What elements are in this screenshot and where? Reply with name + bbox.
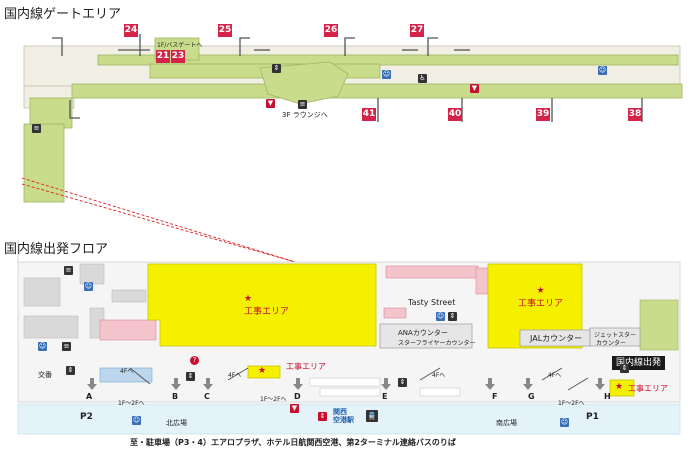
ana-counter-label: ANAカウンター: [398, 329, 448, 337]
escalator-label-center: 4Fへ: [228, 372, 242, 379]
escalator-1f-label-north: 1F〜2Fへ: [118, 400, 145, 407]
elevator-icon: ⇕: [318, 412, 327, 421]
escalator-symbols: [129, 367, 589, 391]
entrance-arrows: [87, 378, 605, 390]
gate-27[interactable]: 27: [410, 24, 424, 37]
construction-star-center: ★: [258, 366, 267, 376]
gate-25[interactable]: 25: [218, 24, 232, 37]
restroom-icon: ☺: [132, 416, 141, 425]
nursery-icon: ▼: [266, 99, 275, 108]
escalator-label-east: 4Fへ: [548, 372, 562, 379]
gate-38[interactable]: 38: [628, 108, 642, 121]
star-flyer-counter-label: スターフライヤーカウンター: [398, 340, 476, 347]
restroom-icon: ☺: [436, 312, 445, 321]
plaza-band: [17, 403, 681, 435]
escalator-icon: ≡: [298, 100, 307, 109]
nursery-icon: ▼: [290, 404, 299, 413]
escalator-icon: ≡: [64, 266, 73, 275]
escalator-label-north: 4Fへ: [120, 368, 134, 375]
gate-26[interactable]: 26: [324, 24, 338, 37]
restroom-icon: ☺: [382, 70, 391, 79]
entrance-h[interactable]: H: [604, 392, 611, 401]
star-icon: ★: [244, 294, 253, 304]
restroom-icon: ☺: [38, 342, 47, 351]
gate-plaza-hub: [259, 61, 349, 105]
jetstar-counter-label-2: カウンター: [596, 340, 627, 347]
gate-corridor-west: [29, 97, 73, 129]
jetstar-counter-label-1: ジェットスター: [594, 332, 637, 339]
south-plaza-label: 南広場: [496, 419, 517, 427]
entrance-f[interactable]: F: [492, 392, 498, 401]
departure-floor-title: 国内線出発フロア: [4, 242, 109, 257]
entrance-d[interactable]: D: [294, 392, 301, 401]
entrance-b[interactable]: B: [172, 392, 179, 401]
footer-direction-text: 至・駐車場（P3・4）エアロプラザ、ホテル日航関西空港、第2ターミナル連絡バスの…: [130, 438, 456, 447]
gate-40[interactable]: 40: [448, 108, 462, 121]
gate-41[interactable]: 41: [362, 108, 376, 121]
escalator-icon: ≡: [62, 342, 71, 351]
info-icon[interactable]: ?: [190, 356, 199, 365]
escalator-icon: ≡: [32, 124, 41, 133]
construction-area-label-right: ★ 工事エリア: [518, 286, 564, 309]
center-islands: [309, 377, 461, 397]
entrance-e[interactable]: E: [382, 392, 388, 401]
gate-24[interactable]: 24: [124, 24, 138, 37]
train-icon: 🚆: [366, 410, 378, 422]
entrance-c[interactable]: C: [204, 392, 210, 401]
right-green-block: [639, 299, 679, 351]
entrance-a[interactable]: A: [86, 392, 93, 401]
restroom-icon: ☺: [84, 282, 93, 291]
gate-39[interactable]: 39: [536, 108, 550, 121]
gate-corridor-lower: [71, 83, 683, 99]
construction-area-label-east: 工事エリア: [628, 384, 668, 393]
escalator-1f-label-south: 1F〜2Fへ: [558, 400, 585, 407]
jal-counter-label: JALカウンター: [530, 334, 583, 343]
gate-area-title: 国内線ゲートエリア: [4, 7, 122, 22]
star-icon: ★: [536, 286, 545, 296]
check-in-counters: [379, 323, 641, 349]
restroom-icon: ☺: [598, 66, 607, 75]
elevator-icon: ⇕: [620, 364, 629, 373]
elevator-icon: ⇕: [398, 378, 407, 387]
gate-piers-bottom: [69, 98, 643, 122]
gate-21[interactable]: 21: [156, 50, 170, 63]
escalator-label-south: 4Fへ: [432, 372, 446, 379]
gate-23[interactable]: 23: [171, 50, 185, 63]
lounge-label: 3F ラウンジへ: [282, 111, 328, 119]
parking-p2-label: P2: [80, 412, 93, 422]
elevator-icon: ⇕: [186, 372, 195, 381]
bus-gate-label: 1F/バスゲートへ: [157, 42, 203, 49]
entrance-g[interactable]: G: [528, 392, 535, 401]
tasty-street-label: Tasty Street: [408, 298, 456, 307]
construction-star-right: ★: [615, 382, 624, 392]
elevator-icon: ⇕: [272, 64, 281, 73]
north-plaza-label: 北広場: [166, 419, 187, 427]
elevator-icon: ⇕: [66, 366, 75, 375]
nursery-icon: ▼: [470, 84, 479, 93]
escalator-1f-label-center: 1F〜2Fへ: [260, 396, 287, 403]
police-box-label: 交番: [38, 371, 52, 379]
restroom-icon: ☺: [560, 418, 569, 427]
parking-p1-label: P1: [586, 412, 599, 422]
gate-corridor-upper: [97, 54, 679, 66]
construction-area-label-center: 工事エリア: [286, 362, 326, 371]
gate-piers-top: [52, 34, 470, 56]
kansai-airport-station-label: 関西 空港駅: [333, 408, 354, 424]
shop-blocks: [99, 265, 489, 341]
elevator-icon: ⇕: [448, 312, 457, 321]
escalator-blue-zone: [99, 367, 153, 383]
construction-area-label-main: ★ 工事エリア: [244, 294, 290, 317]
restroom-icon: ♿: [418, 74, 427, 83]
